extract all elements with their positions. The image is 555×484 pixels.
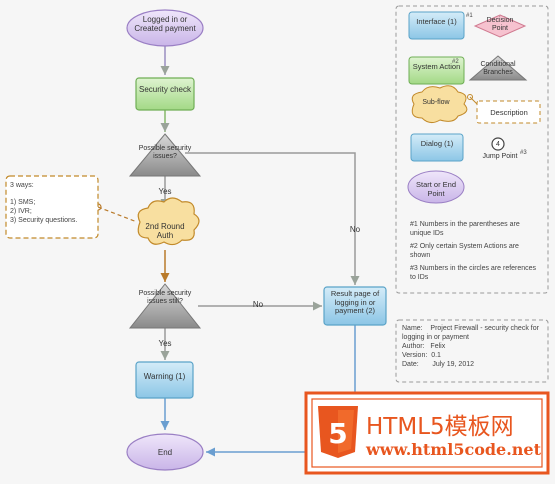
meta-name-value: Project Firewall - security check for lo… <box>402 325 539 341</box>
possible-issues-still-label: Possible security issues still? <box>138 290 192 305</box>
edge-label-yes-2: Yes <box>158 339 172 348</box>
legend-startend-shape <box>407 170 465 204</box>
legend-startend-label: Start or End Point <box>415 180 457 198</box>
meta-version-label: Version: <box>402 352 428 359</box>
legend-note-3: #3 Numbers in the circles are references… <box>410 265 537 281</box>
ways-note-title: 3 ways: <box>10 182 34 189</box>
watermark-url: www.html5code.net <box>366 440 541 459</box>
legend-interface-shape <box>408 11 465 40</box>
meta-info: Name: Project Firewall - security check … <box>402 324 544 369</box>
meta-author-label: Author: <box>402 343 425 350</box>
ways-note-item: 1) SMS; <box>10 199 36 206</box>
edge-label-yes-1: Yes <box>158 187 172 196</box>
legend-jump-number: 4 <box>496 141 500 148</box>
edge-decision-no <box>185 152 360 285</box>
ways-note-item: 2) IVR; <box>10 208 32 215</box>
second-auth-node <box>137 197 200 246</box>
ways-note-box <box>5 175 99 239</box>
ways-note-item: 3) Security questions. <box>10 217 78 224</box>
legend-jump-shape <box>491 137 505 151</box>
edge-note-link <box>97 206 138 223</box>
legend-interface-label: Interface (1) <box>416 17 457 26</box>
legend-description-shape <box>476 100 541 124</box>
legend-dialog-label: Dialog (1) <box>420 139 454 148</box>
legend-conditional-shape <box>468 55 528 81</box>
legend-decision-label: Decision Point <box>486 17 514 32</box>
legend-subflow-shape <box>411 85 468 124</box>
legend-jump-label: Jump Point <box>482 153 518 160</box>
warning-node <box>135 361 194 399</box>
possible-issues-label: Possible security issues? <box>138 145 192 160</box>
result-page-label: Result page of logging in or payment (2) <box>330 289 380 315</box>
meta-box <box>395 319 549 383</box>
warning-label: Warning (1) <box>143 372 186 381</box>
legend-note-1: #1 Numbers in the parentheses are unique… <box>410 221 520 237</box>
watermark-logo: 5 <box>304 391 550 475</box>
decision-node-1 <box>128 133 202 177</box>
legend-subflow-label: Sub-flow <box>422 99 450 106</box>
legend-hash3: #3 <box>520 150 527 156</box>
end-node <box>126 433 204 471</box>
result-page-node <box>323 286 387 326</box>
second-auth-label: 2nd Round Auth <box>145 222 185 240</box>
meta-name-label: Name: <box>402 325 423 332</box>
security-check-label: Security check <box>138 85 192 94</box>
legend-description-label: Description <box>490 108 528 117</box>
end-label: End <box>157 448 173 457</box>
connectors <box>94 45 360 457</box>
legend-note-2: #2 Only certain System Actions are shown <box>410 243 519 259</box>
legend-action-label: System Action <box>412 62 461 71</box>
decision-node-2 <box>128 283 202 329</box>
meta-date-label: Date: <box>402 361 419 368</box>
edge-label-no-1: No <box>349 225 361 234</box>
meta-author-value: Felix <box>430 343 446 350</box>
start-node <box>126 9 204 47</box>
legend-action-shape <box>408 56 465 85</box>
security-check-node <box>135 77 195 111</box>
legend-hash2: #2 <box>452 59 459 65</box>
watermark-brand: HTML5模板网 <box>366 414 514 440</box>
watermark-logo-number: 5 <box>328 417 347 450</box>
start-label: Logged in or Created payment <box>134 15 196 33</box>
legend-hash1: #1 <box>466 13 473 19</box>
edge-label-no-2: No <box>252 300 264 309</box>
legend-decision-shape <box>473 14 527 38</box>
meta-date-value: July 19, 2012 <box>432 361 475 368</box>
meta-version-value: 0.1 <box>431 352 441 359</box>
legend-dialog-shape <box>410 133 464 162</box>
legend-conditional-label: Conditional Branches <box>480 61 516 76</box>
ways-note: 3 ways: 1) SMS; 2) IVR; 3) Security ques… <box>10 181 96 225</box>
